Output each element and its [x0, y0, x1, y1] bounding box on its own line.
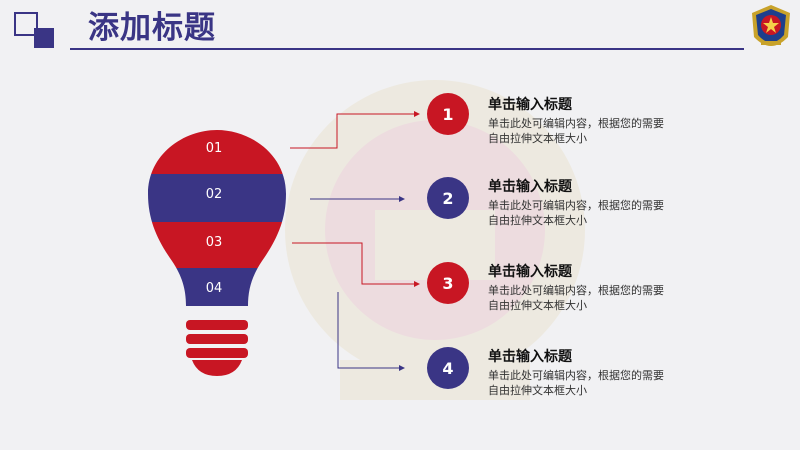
item-desc-2[interactable]: 单击此处可编辑内容，根据您的需要自由拉伸文本框大小	[488, 199, 664, 227]
item-title-1[interactable]: 单击输入标题	[488, 97, 572, 113]
item-title-4[interactable]: 单击输入标题	[488, 349, 572, 365]
bulb-base-ring-3	[186, 348, 248, 358]
item-title-3[interactable]: 单击输入标题	[488, 264, 572, 280]
bulb-base-ring-2	[186, 334, 248, 344]
item-title-2[interactable]: 单击输入标题	[488, 179, 572, 195]
header-square-outline	[14, 12, 38, 36]
bulb-segment-02	[148, 174, 286, 222]
page-title[interactable]: 添加标题	[88, 10, 216, 46]
watermark-emblem-icon	[285, 80, 585, 400]
item-desc-3[interactable]: 单击此处可编辑内容，根据您的需要自由拉伸文本框大小	[488, 284, 664, 312]
step-circle-3: 3	[427, 262, 469, 304]
lightbulb-icon	[148, 130, 286, 376]
step-circle-2: 2	[427, 177, 469, 219]
bulb-label-03: 03	[205, 235, 223, 250]
step-circle-1: 1	[427, 93, 469, 135]
header-square-filled	[34, 28, 54, 48]
bulb-label-01: 01	[205, 141, 223, 156]
step-circle-4: 4	[427, 347, 469, 389]
item-desc-1[interactable]: 单击此处可编辑内容，根据您的需要自由拉伸文本框大小	[488, 117, 664, 145]
bulb-base-tip	[192, 360, 242, 376]
bulb-label-02: 02	[205, 187, 223, 202]
police-emblem-icon	[752, 5, 790, 46]
bulb-base-ring-1	[186, 320, 248, 330]
bulb-label-04: 04	[205, 281, 223, 296]
item-desc-4[interactable]: 单击此处可编辑内容，根据您的需要自由拉伸文本框大小	[488, 369, 664, 397]
header-divider	[70, 48, 744, 50]
